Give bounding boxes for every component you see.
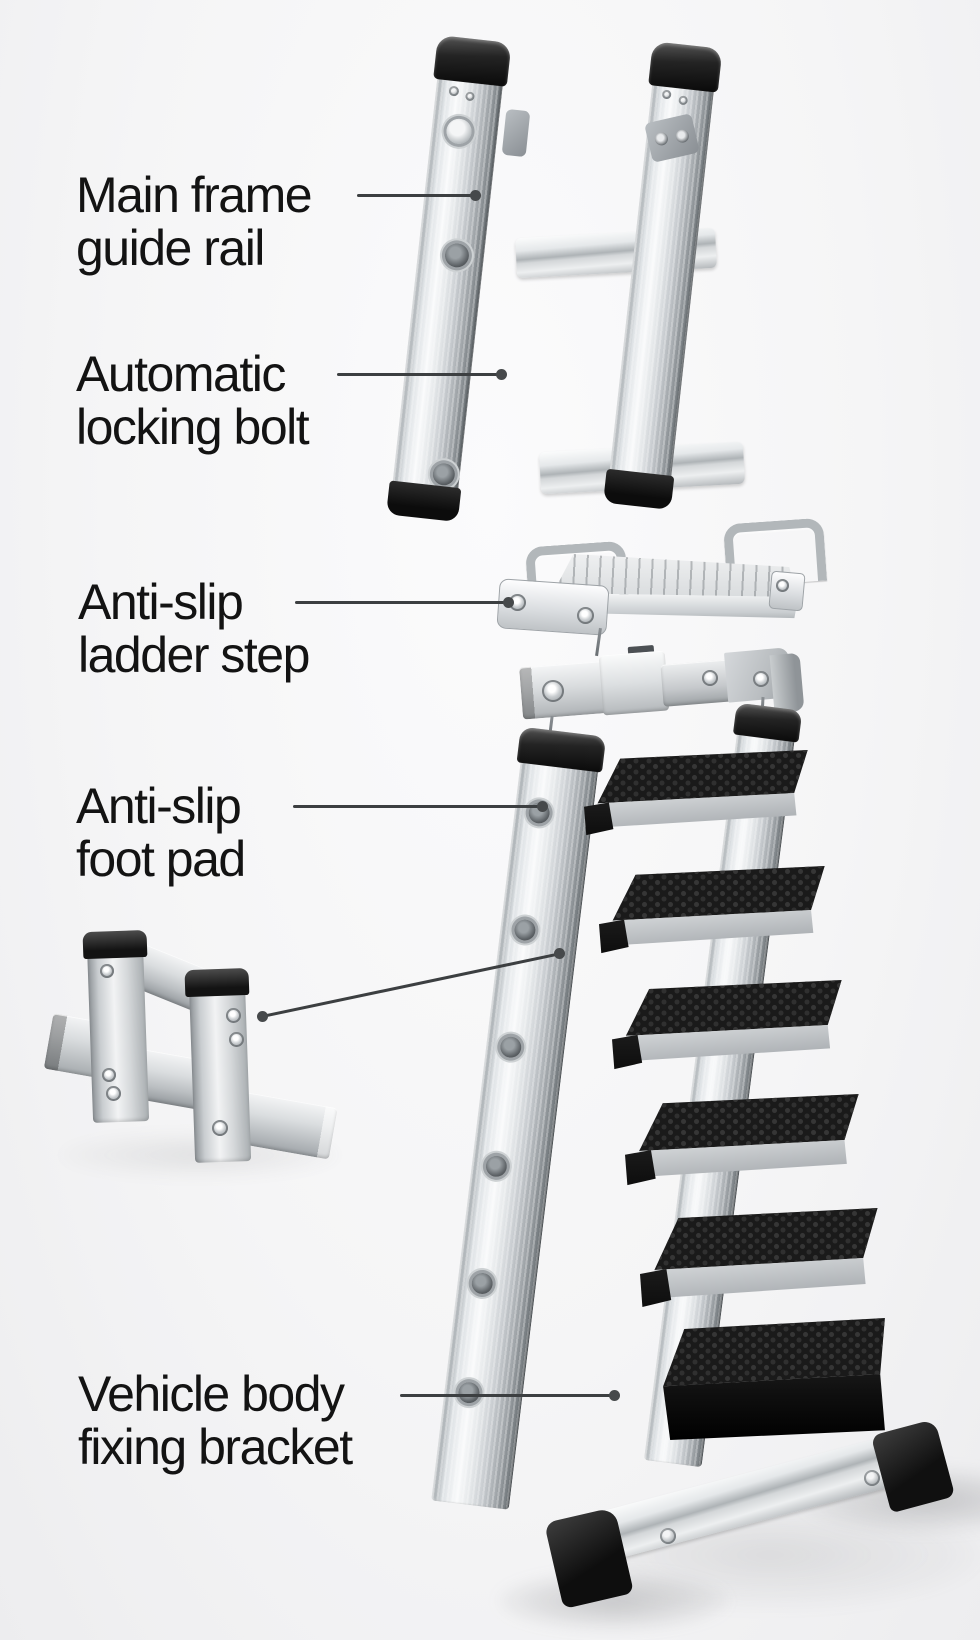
post-cap bbox=[184, 967, 250, 998]
ladder-rail-left bbox=[431, 726, 607, 1510]
clamp-bolt bbox=[542, 680, 564, 702]
leader-line-ladder-step bbox=[295, 601, 508, 604]
step-handle-left bbox=[524, 540, 630, 611]
bracket-screw bbox=[106, 1086, 121, 1101]
guide-rail-right bbox=[603, 41, 723, 510]
bracket-hole bbox=[653, 131, 670, 147]
bracket-screw bbox=[229, 1032, 244, 1047]
rail-end-cap bbox=[433, 34, 512, 87]
bracket-tube-left bbox=[43, 1013, 135, 1083]
leader-line-locking-bolt bbox=[337, 373, 501, 376]
bracket-shadow bbox=[60, 1132, 340, 1178]
rail-end-cap bbox=[648, 41, 723, 93]
clamp-bracket-flange bbox=[769, 652, 805, 714]
guide-rail-left bbox=[386, 34, 512, 523]
rail-grommet bbox=[499, 1035, 523, 1059]
step-end-plate-right bbox=[768, 570, 806, 612]
step-bolt bbox=[509, 594, 526, 611]
post-cap bbox=[82, 929, 148, 960]
leader-line-main-frame bbox=[357, 194, 475, 197]
rivet bbox=[464, 91, 475, 102]
rail-grommet bbox=[470, 1271, 494, 1296]
assembly-wire bbox=[595, 627, 602, 657]
leader-line-foot-pad bbox=[293, 805, 542, 808]
leader-dot-main-frame bbox=[470, 190, 481, 201]
bracket-tube-middle bbox=[100, 1043, 236, 1115]
bracket-screw bbox=[102, 1068, 116, 1082]
ladder-rail-right bbox=[643, 702, 803, 1468]
assembly-wire bbox=[760, 696, 765, 718]
rail-bottom-cap bbox=[386, 480, 462, 523]
left-foot-shadow bbox=[498, 1572, 728, 1630]
step-platform-top bbox=[553, 554, 797, 597]
clamp-bar-right-tube bbox=[660, 659, 736, 707]
anti-slip-tread bbox=[625, 1094, 861, 1186]
bracket-screw bbox=[753, 671, 769, 687]
rail-grommet bbox=[527, 801, 551, 825]
bracket-screw bbox=[702, 670, 718, 686]
leader-dot-locking-bolt bbox=[496, 369, 507, 380]
leader-line-bracket-detail bbox=[261, 952, 561, 1018]
slide-clamp-tab bbox=[627, 644, 655, 658]
rivet bbox=[661, 89, 672, 100]
anti-slip-tread bbox=[640, 1208, 880, 1308]
bracket-post-left bbox=[82, 929, 150, 1123]
bolt-grommet bbox=[443, 242, 471, 269]
leader-dot-bracket-end bbox=[554, 948, 565, 959]
label-main-frame-guide-rail: Main frame guide rail bbox=[76, 167, 313, 276]
rail-grommet bbox=[513, 918, 537, 942]
rail-grommet bbox=[484, 1154, 509, 1178]
label-anti-slip-ladder-step: Anti-slip ladder step bbox=[78, 574, 310, 683]
rivet bbox=[678, 95, 689, 106]
step-handle-right bbox=[722, 517, 828, 588]
rail-grommet bbox=[457, 1380, 481, 1405]
bottom-step-pad bbox=[656, 1318, 892, 1440]
bracket-tube-top bbox=[110, 937, 210, 1011]
leader-dot-fixing-bracket bbox=[609, 1390, 620, 1401]
bracket-hole bbox=[674, 128, 691, 144]
slide-clamp-sleeve bbox=[598, 650, 670, 716]
anti-slip-tread bbox=[599, 866, 827, 954]
rail-mount-bracket bbox=[644, 113, 700, 163]
top-segment-rung bbox=[515, 227, 717, 279]
assembly-wire bbox=[547, 715, 554, 744]
clamp-bar-left-tube bbox=[519, 660, 615, 720]
bolt-grommet bbox=[431, 462, 456, 487]
rail-end-cap bbox=[732, 702, 803, 743]
rail-mount-tab bbox=[501, 108, 531, 158]
bracket-screw bbox=[100, 964, 114, 978]
step-bolt bbox=[776, 579, 789, 592]
top-segment-rung bbox=[539, 441, 745, 495]
rivet bbox=[448, 85, 460, 97]
rail-bottom-cap bbox=[603, 468, 675, 510]
label-vehicle-body-fixing-bracket: Vehicle body fixing bracket bbox=[78, 1366, 353, 1475]
leader-dot-ladder-step bbox=[503, 597, 514, 608]
label-automatic-locking-bolt: Automatic locking bolt bbox=[76, 346, 310, 455]
clamp-l-bracket bbox=[723, 647, 793, 703]
step-mount-plate-left bbox=[496, 578, 610, 636]
bracket-screw bbox=[226, 1008, 241, 1023]
step-platform-front bbox=[550, 593, 799, 619]
leader-dot-foot-pad bbox=[537, 801, 548, 812]
rail-end-cap bbox=[516, 726, 607, 773]
label-anti-slip-foot-pad: Anti-slip foot pad bbox=[76, 778, 246, 887]
step-bolt bbox=[577, 607, 594, 624]
anti-slip-tread bbox=[612, 980, 844, 1070]
leader-dot-bracket-start bbox=[257, 1011, 268, 1022]
leader-line-fixing-bracket bbox=[400, 1394, 615, 1397]
anti-slip-tread bbox=[584, 750, 810, 836]
locking-bolt-head bbox=[445, 117, 473, 146]
